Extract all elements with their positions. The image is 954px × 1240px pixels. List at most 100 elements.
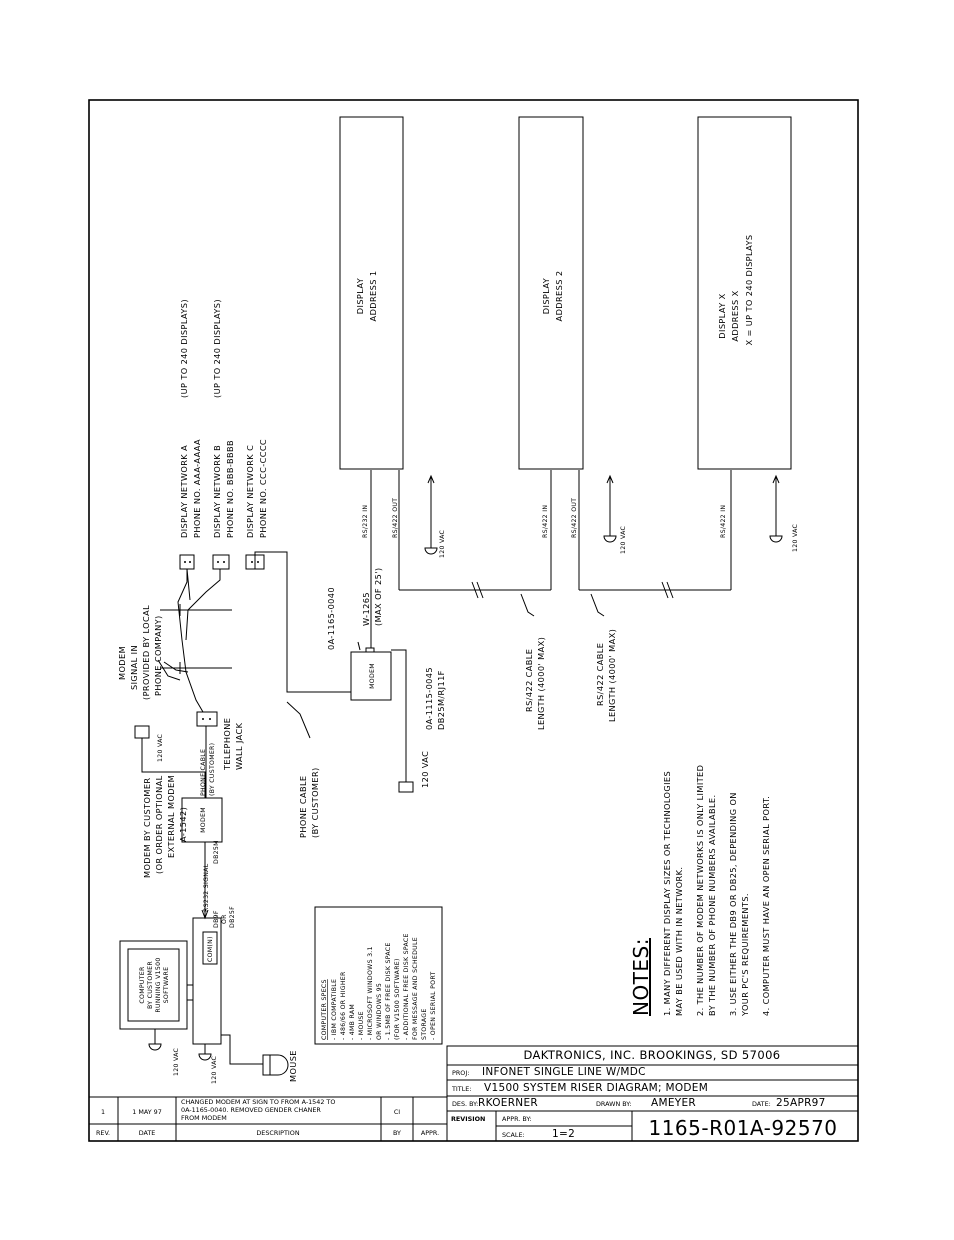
customer-modem-label: MODEM [200, 807, 207, 833]
spec-8: - ADDITIONAL FREE DISK SPACE [403, 933, 410, 1040]
date-label: DATE: [752, 1100, 771, 1108]
computer-section: COM(N) COMPUTER BY CUSTOMER RUNNING V150… [119, 917, 298, 1084]
computer-3: RUNNING V1500 [155, 957, 162, 1012]
display-2-line-1: DISPLAY [541, 277, 551, 314]
rs422-in-label-x: RS/422 IN [720, 505, 727, 538]
site-modem-vac: 120 VAC [420, 751, 430, 788]
rev-desc-2: 0A-1165-0040. REMOVED GENDER CHANER [181, 1106, 321, 1114]
vac-2: 120 VAC [620, 526, 627, 554]
rs232-signal-label: RS232 SIGNAL [203, 863, 210, 912]
network-c-name: DISPLAY NETWORK C [245, 445, 255, 538]
computer-specs: COMPUTER SPECS - IBM COMPATIBLE - 486/66… [314, 906, 443, 1045]
display-2: DISPLAY ADDRESS 2 [518, 116, 584, 470]
spec-2: - 4MB RAM [349, 1004, 356, 1040]
modem-cust-4: A-1542) [178, 807, 188, 842]
rs232-in-label: RS/232 IN [362, 505, 369, 538]
hdr-by: BY [393, 1129, 401, 1137]
wall-jack [196, 711, 218, 727]
revision-label: REVISION [451, 1115, 485, 1123]
proj-label: PROJ: [452, 1069, 469, 1077]
des-label: DES. BY: [452, 1100, 478, 1108]
jack-a [179, 554, 195, 570]
modem-signal-4: PHONE COMPANY) [153, 615, 163, 696]
spec-0: - IBM COMPATIBLE [331, 979, 338, 1040]
display-1-line-2: ADDRESS 1 [368, 271, 378, 322]
modem-cust-1: MODEM BY CUSTOMER [142, 777, 152, 878]
spec-3: - MOUSE [358, 1011, 365, 1040]
modem-cust-2: (OR ORDER OPTIONAL [154, 775, 164, 874]
spec-7: (FOR V1500 SOFTWARE) [394, 958, 401, 1040]
drawn-label: DRAWN BY: [596, 1100, 632, 1108]
spec-11: - OPEN SERIAL PORT [430, 971, 437, 1040]
display-box [339, 116, 404, 470]
jack-b [212, 554, 230, 570]
network-c-phone: PHONE NO. CCC-CCCC [258, 439, 268, 538]
mouse-icon [262, 1054, 289, 1076]
wall-jack-2: WALL JACK [234, 722, 244, 770]
modem-signal-3: (PROVIDED BY LOCAL [141, 605, 151, 700]
rev-by: CI [394, 1108, 400, 1116]
modem-signal-1: MODEM [117, 646, 127, 680]
hdr-appr: APPR. [421, 1129, 439, 1137]
network-b-limit: (UP TO 240 DISPLAYS) [212, 299, 222, 398]
rs422-out-label-1: RS/422 OUT [392, 498, 399, 538]
spec-10: STORAGE [421, 1008, 428, 1040]
company: DAKTRONICS, INC. BROOKINGS, SD 57006 [523, 1048, 780, 1062]
cpu-box [192, 917, 222, 1045]
note-2b: BY THE NUMBER OF PHONE NUMBERS AVAILABLE… [707, 795, 717, 1017]
customer-modem-section: MODEM SIGNAL IN (PROVIDED BY LOCAL PHONE… [117, 605, 244, 928]
display-wiring: RS/232 IN RS/422 OUT RS/422 IN RS/422 OU… [362, 470, 799, 730]
specs-box [314, 906, 443, 1045]
note-1b: MAY BE USED WITH IN NETWORK. [674, 867, 684, 1016]
display-2-line-2: ADDRESS 2 [554, 271, 564, 322]
display-x-line-3: X = UP TO 240 DISPLAYS [744, 234, 754, 345]
db9f-2: OR [221, 914, 228, 924]
phone-cable-customer-2: (BY CUSTOMER) [310, 767, 320, 838]
scale-value: 1=2 [552, 1128, 575, 1140]
title-value: V1500 SYSTEM RISER DIAGRAM; MODEM [484, 1082, 708, 1094]
title-block: DAKTRONICS, INC. BROOKINGS, SD 57006 PRO… [446, 1045, 859, 1142]
appr-label: APPR. BY: [502, 1115, 532, 1123]
rev-value: 1 [101, 1108, 105, 1116]
w1265-label: W-1265 [361, 592, 371, 626]
site-modem-label: MODEM [369, 663, 376, 689]
adapter-part: 0A-1115-0045 [424, 667, 434, 730]
cable-label-1a: RS/422 CABLE [524, 649, 534, 712]
note-4: 4. COMPUTER MUST HAVE AN OPEN SERIAL POR… [761, 796, 771, 1016]
spec-6: - 1.5MB OF FREE DISK SPACE [385, 942, 392, 1040]
spec-9: FOR MESSAGE AND SCHEDULE [412, 937, 419, 1040]
computer-2: BY CUSTOMER [147, 961, 154, 1009]
vac-x: 120 VAC [792, 524, 799, 552]
computer-vac: 120 VAC [173, 1048, 180, 1076]
spec-1: - 486/66 OR HIGHER [340, 971, 347, 1040]
display-1: DISPLAY ADDRESS 1 [339, 116, 404, 470]
note-3b: YOUR PC'S REQUIREMENTS. [740, 893, 750, 1017]
display-box [697, 116, 792, 470]
display-x: DISPLAY X ADDRESS X X = UP TO 240 DISPLA… [697, 116, 792, 470]
spec-4: - MICROSOFT WINDOWS 3.1 [367, 946, 374, 1040]
notes: NOTES: 1. MANY DIFFERENT DISPLAY SIZES O… [629, 765, 771, 1017]
rev-date: 1 MAY 97 [132, 1108, 162, 1116]
revision-table: 1 1 MAY 97 CHANGED MODEM AT SIGN TO FROM… [89, 1096, 447, 1141]
hdr-rev: REV. [96, 1129, 110, 1137]
site-modem-part: 0A-1165-0040 [326, 587, 336, 650]
display-x-line-1: DISPLAY X [717, 293, 727, 338]
scale-label: SCALE: [502, 1131, 525, 1139]
cable-label-2a: RS/422 CABLE [595, 643, 605, 706]
note-1a: 1. MANY DIFFERENT DISPLAY SIZES OR TECHN… [662, 771, 672, 1016]
date-value: 25APR97 [776, 1097, 826, 1109]
proj-value: INFONET SINGLE LINE W/MDC [482, 1066, 646, 1078]
mouse-label: MOUSE [288, 1050, 298, 1082]
network-b-phone: PHONE NO. BBB-BBBB [225, 440, 235, 538]
spec-5: OR WINDOWS 95 [376, 983, 383, 1040]
rev-desc-1: CHANGED MODEM AT SIGN TO FROM A-1542 TO [181, 1098, 335, 1106]
computer-1: COMPUTER [139, 966, 146, 1004]
drawing-number: 1165-R01A-92570 [648, 1116, 837, 1140]
customer-modem [181, 797, 223, 843]
des-value: RKOERNER [478, 1097, 538, 1109]
adapter-type: DB25M/RJ11F [436, 670, 446, 730]
com-port-label: COM(N) [207, 936, 214, 962]
note-3a: 3. USE EITHER THE DB9 OR DB25, DEPENDING… [728, 792, 738, 1016]
max25-label: (MAX OF 25') [373, 568, 383, 627]
hdr-desc: DESCRIPTION [256, 1129, 299, 1137]
